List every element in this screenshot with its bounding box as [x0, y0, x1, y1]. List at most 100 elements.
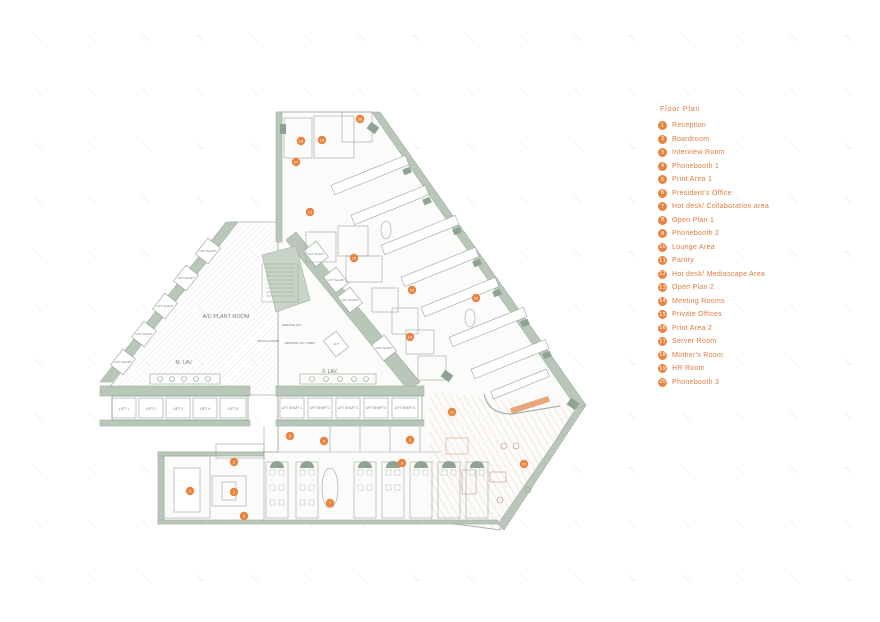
- legend-label: Open Plan 2: [672, 284, 715, 292]
- marker-3[interactable]: 3: [229, 487, 239, 497]
- legend-label: HR Room: [672, 365, 705, 373]
- marker-12[interactable]: 12: [305, 207, 315, 217]
- legend-label: Phonebooth 1: [672, 162, 720, 170]
- marker-19[interactable]: 19: [317, 135, 327, 145]
- legend-item: 10 Lounge Area: [658, 241, 858, 255]
- oval-table: [464, 308, 476, 328]
- reception-area: [215, 426, 440, 520]
- legend-number-badge: 6: [658, 188, 667, 198]
- wood-floor-area: [430, 392, 578, 530]
- legend-item: 13 Open Plan 2: [658, 281, 858, 295]
- svg-text:2: 2: [189, 489, 192, 494]
- legend-number-badge: 3: [658, 148, 667, 158]
- female-lavatory-label: F. LAV.: [322, 369, 337, 375]
- svg-text:15: 15: [352, 256, 357, 261]
- service-lift-label: SERVICE LIFT: [282, 323, 302, 327]
- legend-label: Pantry: [672, 257, 695, 265]
- marker-17[interactable]: 17: [291, 157, 301, 167]
- lift-shaft-label: LIFT SHAFT: [178, 276, 195, 280]
- svg-text:19: 19: [320, 138, 325, 143]
- lift-shaft-label: LIFT SHAFT: [376, 346, 393, 350]
- lift-shaft-box: [307, 397, 333, 419]
- legend-label: Interview Room: [672, 149, 725, 157]
- legend-label: Open Plan 1: [672, 216, 715, 224]
- lounge-stairs: [445, 437, 469, 455]
- legend-number-badge: 18: [658, 350, 667, 360]
- lift-label: LIFT 1: [119, 407, 129, 411]
- lift-shaft-label: LIFT SHAFT: [200, 249, 217, 253]
- marker-4[interactable]: 4: [239, 511, 249, 521]
- green-accents: [280, 121, 580, 411]
- svg-text:20: 20: [358, 117, 363, 122]
- legend-number-badge: 9: [658, 229, 667, 239]
- marker-7[interactable]: 7: [325, 498, 335, 508]
- marker-16[interactable]: 16: [471, 293, 481, 303]
- svg-text:3: 3: [233, 490, 236, 495]
- marker-9[interactable]: 9: [405, 435, 415, 445]
- svg-text:14: 14: [408, 335, 413, 340]
- marker-1[interactable]: 1: [229, 457, 239, 467]
- svg-text:7: 7: [329, 501, 332, 506]
- lavatory-fixtures: [149, 373, 377, 385]
- marker-18[interactable]: 18: [296, 136, 306, 146]
- svg-text:17: 17: [294, 160, 299, 165]
- marker-20[interactable]: 20: [355, 114, 365, 124]
- lift-box: [111, 397, 137, 419]
- legend-title: Floor Plan: [660, 104, 701, 113]
- legend-label: Hot desk/ Collaboration area: [672, 203, 770, 211]
- legend-number-badge: 5: [658, 175, 667, 185]
- lift-shaft-box: [335, 397, 361, 419]
- legend-number-badge: 2: [658, 134, 667, 144]
- svg-text:4: 4: [243, 514, 246, 519]
- lifts-right-group: LIFT SHAFT 1 LIFT SHAFT 2 LIFT SHAFT 3 L…: [277, 395, 423, 421]
- legend-number-badge: 11: [658, 256, 667, 266]
- lift-shaft-box: [363, 397, 389, 419]
- legend-number-badge: 15: [658, 310, 667, 320]
- marker-11[interactable]: 11: [447, 407, 457, 417]
- legend-label: Lounge Area: [672, 243, 716, 251]
- marker-10[interactable]: 10: [519, 459, 529, 469]
- legend-number-badge: 12: [658, 269, 667, 279]
- legend-number-badge: 1: [658, 121, 667, 131]
- marker-15[interactable]: 15: [349, 253, 359, 263]
- mediascape-bench: [510, 395, 550, 415]
- open-plan-desk-accents: [402, 166, 552, 360]
- legend-number-badge: 13: [658, 283, 667, 293]
- marker-2[interactable]: 2: [185, 486, 195, 496]
- legend-label: Phonebooth 3: [672, 378, 720, 386]
- marker-13[interactable]: 13: [407, 285, 417, 295]
- legend-item: 11 Pantry: [658, 254, 858, 268]
- open-plan-desks: [330, 154, 550, 400]
- lift-shaft-label: LIFT SHAFT 1: [282, 406, 303, 410]
- marker-8[interactable]: 8: [397, 458, 407, 468]
- diagonal-lift-shafts-left: [110, 237, 221, 376]
- marker-6[interactable]: 6: [319, 436, 329, 446]
- legend-number-badge: 10: [658, 242, 667, 252]
- legend-number-badge: 20: [658, 377, 667, 387]
- marker-14[interactable]: 14: [405, 332, 415, 342]
- legend-number-badge: 16: [658, 323, 667, 333]
- lift-shaft-label: LIFT SHAFT 4: [366, 406, 387, 410]
- male-lavatory-label: M. LAV.: [176, 360, 193, 366]
- lift-box: [165, 397, 191, 419]
- service-lift-lobby-label: SERVICE LIFT LOBBY: [285, 341, 316, 345]
- marker-5[interactable]: 5: [285, 431, 295, 441]
- legend-label: Reception: [672, 122, 707, 130]
- diagonal-lift-shafts-right: [303, 240, 397, 362]
- lift-box: [219, 397, 247, 419]
- svg-text:9: 9: [409, 438, 412, 443]
